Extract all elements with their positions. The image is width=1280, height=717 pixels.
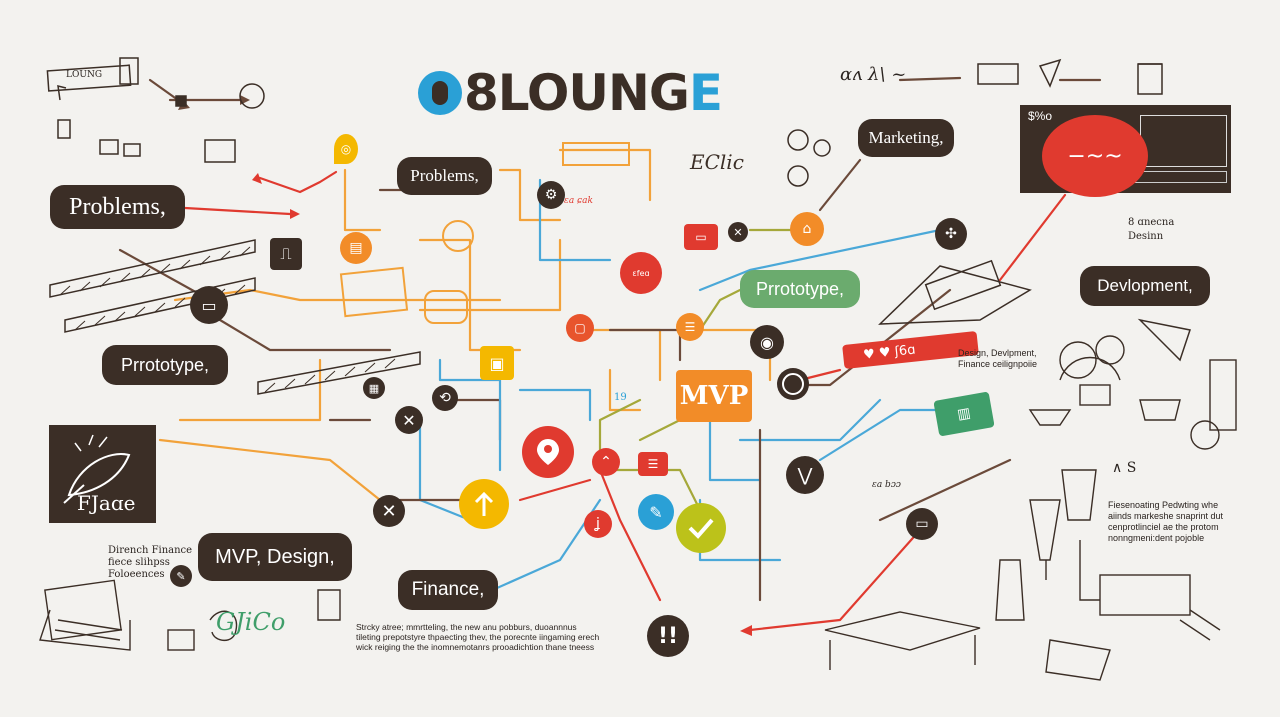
v-node[interactable]: ⋁ [786, 456, 824, 494]
panel-caption: FJaɑe [77, 491, 136, 515]
development-label[interactable]: Devlopment, [1080, 266, 1210, 306]
orange-square-node[interactable]: ▢ [566, 314, 594, 342]
refresh-node[interactable]: ⟲ [432, 385, 458, 411]
screen-keyboard [1130, 171, 1227, 183]
tools-node[interactable]: ✕ [395, 406, 423, 434]
red-small-node[interactable]: ⌃ [592, 448, 620, 476]
chat-node[interactable]: ▭ [906, 508, 938, 540]
cursive-bottom: GJiCo [216, 608, 286, 636]
screen-thumbnail [1140, 115, 1227, 167]
logo-mark [418, 71, 462, 115]
orange-lock-node[interactable]: ⌂ [790, 212, 824, 246]
red-badge-node[interactable]: ɛfeɑ [620, 252, 662, 294]
problems-left-label[interactable]: Problems, [50, 185, 185, 229]
compass-node[interactable]: ✣ [935, 218, 967, 250]
location-pin-icon [537, 439, 559, 465]
panel-label: $%o [1028, 109, 1053, 123]
eclic-text: EClic [690, 150, 744, 174]
right-block-paragraph: Fiesenoating Pedwting whe aiinds markesh… [1108, 500, 1224, 543]
orange-sketch-box [339, 266, 409, 318]
red-oval-badge[interactable]: −~~ [1042, 115, 1148, 197]
blue-doc-node[interactable]: ✎ [638, 494, 674, 530]
orange-block-node[interactable]: ▤ [340, 232, 372, 264]
orange-list-node[interactable]: ☰ [676, 313, 704, 341]
exclamation-icon: !! [657, 623, 679, 649]
prototype-center-label[interactable]: Prrototype, [740, 270, 860, 308]
cross-node-left[interactable]: ✕ [373, 495, 405, 527]
checkmark-icon [688, 518, 714, 539]
finance-note: Dirench Finance fiece slihpss Foloeences [108, 545, 193, 580]
yellow-frame-card[interactable]: ▣ [480, 346, 514, 380]
scribble-top: ɑʌ λ\ ~ [840, 64, 907, 85]
screen-node-left[interactable]: ▭ [190, 286, 228, 324]
orange-ring [442, 220, 474, 252]
scribble-mid: ɛa bɔɔ [872, 480, 901, 490]
arrow-up-node[interactable] [459, 479, 509, 529]
side-note: 8 ɑnecna Desinn [1128, 217, 1175, 242]
arrow-up-icon [474, 491, 494, 516]
check-node[interactable] [676, 503, 726, 553]
camera-node[interactable]: ◉ [750, 325, 784, 359]
small-x-node[interactable]: ✕ [728, 222, 748, 242]
location-pin-node[interactable] [522, 426, 574, 478]
orange-lock-sketch [424, 290, 468, 324]
fjaae-panel: FJaɑe [49, 425, 156, 523]
red-j-node[interactable]: ʝ [584, 510, 612, 538]
red-card[interactable]: ▭ [684, 224, 718, 250]
marketing-label[interactable]: Marketing, [858, 119, 954, 157]
orange-sketch-device [562, 142, 630, 166]
red-doc-card[interactable]: ☰ [638, 452, 668, 476]
camera-icon: ◉ [760, 332, 774, 352]
design-note: Design, Devlpment, Finance ceilignpoiie [958, 348, 1038, 369]
prototype-left-label[interactable]: Prrototype, [102, 345, 228, 385]
mvp-box[interactable]: MVP [676, 370, 752, 422]
top-sketch-label: LOUNG [66, 70, 103, 80]
nodes-19: 19 [614, 392, 627, 403]
gear-node[interactable]: ⚙ [537, 181, 565, 209]
bottom-center-paragraph: Strcky atree; mmrtteling, the new anu po… [356, 622, 600, 652]
quill-icon [63, 434, 131, 504]
logo-lead-text: 8LOUNG [464, 64, 690, 122]
chart-card[interactable]: ⎍ [270, 238, 302, 270]
mvp-design-label[interactable]: MVP, Design, [198, 533, 352, 581]
grid-node[interactable]: ▦ [363, 377, 385, 399]
exclamation-node[interactable]: !! [647, 615, 689, 657]
logo-accent-text: E [688, 64, 723, 122]
pencil-node[interactable]: ✎ [170, 565, 192, 587]
finance-label[interactable]: Finance, [398, 570, 498, 610]
ring-node[interactable] [777, 368, 809, 400]
scribble-right: ∧ S [1112, 460, 1137, 476]
problems-center-label[interactable]: Problems, [397, 157, 492, 195]
ctrl-label: ɛa ɕak [564, 196, 593, 206]
yellow-pin-node[interactable]: ◎ [334, 134, 358, 164]
